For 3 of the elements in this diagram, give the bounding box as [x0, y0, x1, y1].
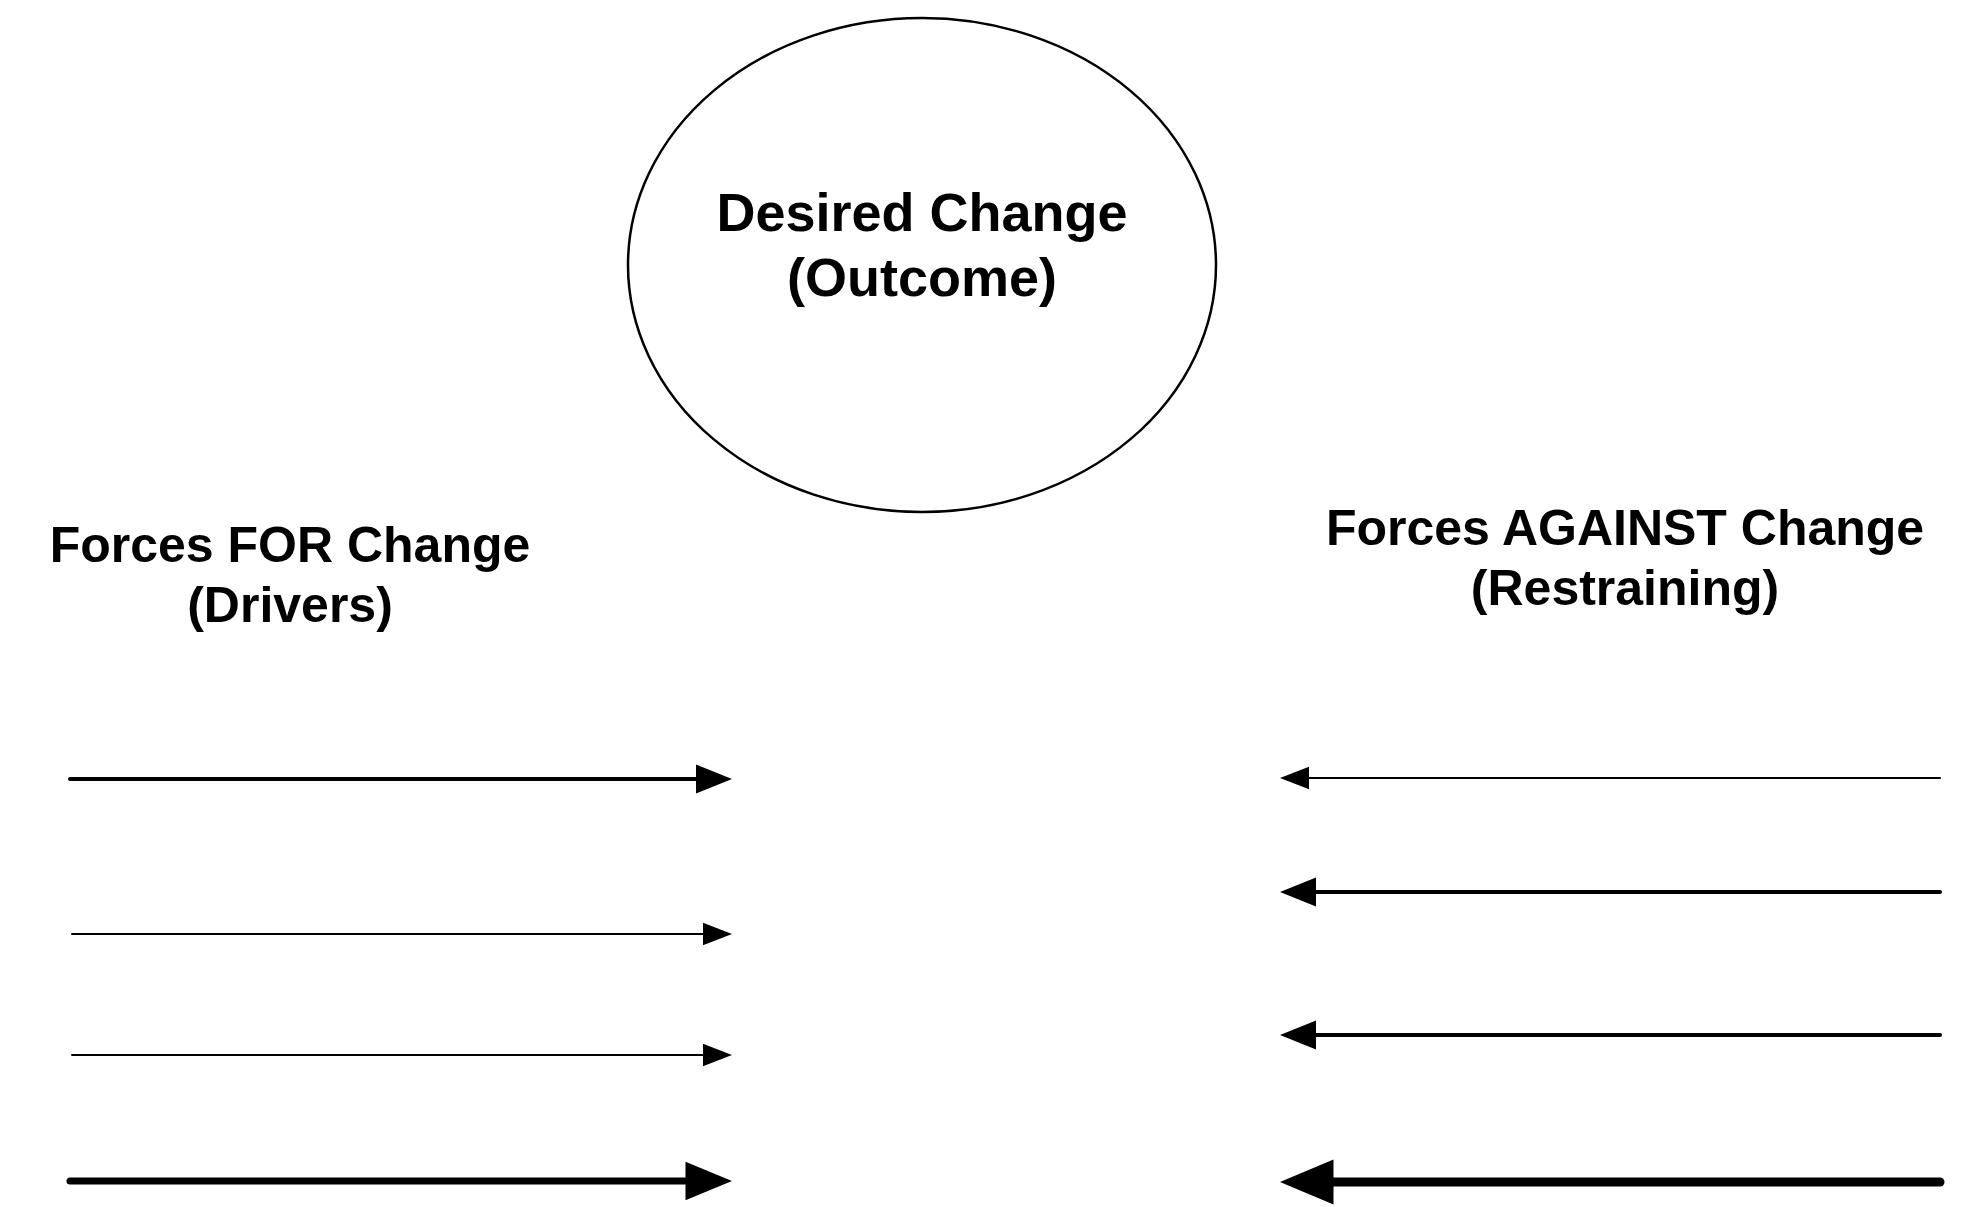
heading-text: Forces FOR Change (Drivers): [48, 516, 532, 635]
heading-text: Forces AGAINST Change (Restraining): [1324, 499, 1926, 618]
outcome-text: Desired Change (Outcome): [715, 181, 1129, 309]
